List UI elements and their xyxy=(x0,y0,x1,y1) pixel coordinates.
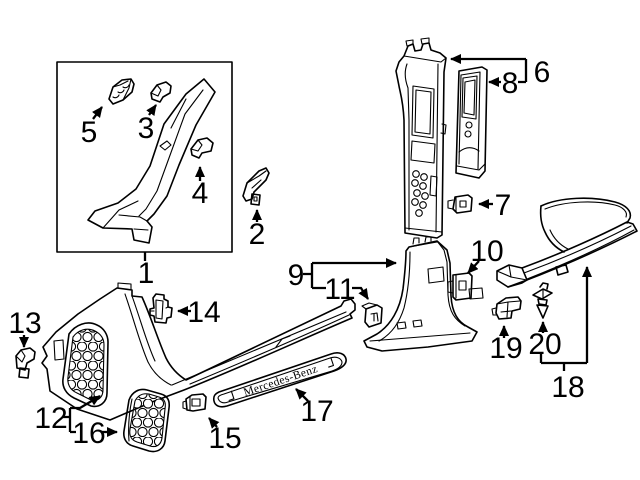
group-1-box xyxy=(56,61,233,253)
callout-19: 19 xyxy=(489,332,522,365)
callout-16: 16 xyxy=(72,417,105,450)
callout-7: 7 xyxy=(495,189,512,222)
part-14-bracket xyxy=(149,293,173,324)
leader-lines xyxy=(19,54,592,437)
part-12-cowl-side-panel-and-sill xyxy=(41,282,356,421)
part-6-b-pillar-upper-trim xyxy=(395,37,447,239)
callout-10: 10 xyxy=(470,235,503,268)
part-8-pillar-center-panel xyxy=(455,66,488,179)
part-3-clip xyxy=(150,81,172,103)
callout-6: 6 xyxy=(534,56,551,89)
part-13-clip xyxy=(15,347,36,379)
part-18-rear-sill-trim xyxy=(496,197,638,288)
callout-13: 13 xyxy=(8,307,41,340)
callout-2: 2 xyxy=(249,218,266,251)
part-9-b-pillar-lower-trim xyxy=(363,236,484,352)
callout-11: 11 xyxy=(324,273,355,306)
part-11-clip xyxy=(361,302,383,328)
callout-1: 1 xyxy=(138,257,155,290)
part-7-clip xyxy=(447,194,473,214)
part-5-clip xyxy=(108,78,135,105)
part-2-clip xyxy=(242,167,270,206)
callout-17: 17 xyxy=(300,395,333,428)
part-4-clip xyxy=(190,137,214,159)
callout-15: 15 xyxy=(208,422,241,455)
part-19-clip xyxy=(491,296,522,320)
callout-3: 3 xyxy=(138,112,155,145)
callout-12: 12 xyxy=(34,402,67,435)
part-20-push-pin xyxy=(532,282,553,319)
callout-9: 9 xyxy=(288,259,305,292)
callout-8: 8 xyxy=(502,67,519,100)
part-15-clip xyxy=(182,393,207,412)
callout-labels: 1 2 3 4 5 6 7 8 9 10 11 12 13 14 15 16 1… xyxy=(8,56,584,455)
callout-14: 14 xyxy=(187,296,220,329)
callout-18: 18 xyxy=(551,371,584,404)
callout-4: 4 xyxy=(192,177,209,210)
callout-20: 20 xyxy=(528,328,561,361)
callout-5: 5 xyxy=(81,116,98,149)
part-1-a-pillar-trim xyxy=(87,78,216,244)
part-16-footrest-pad xyxy=(123,388,171,453)
